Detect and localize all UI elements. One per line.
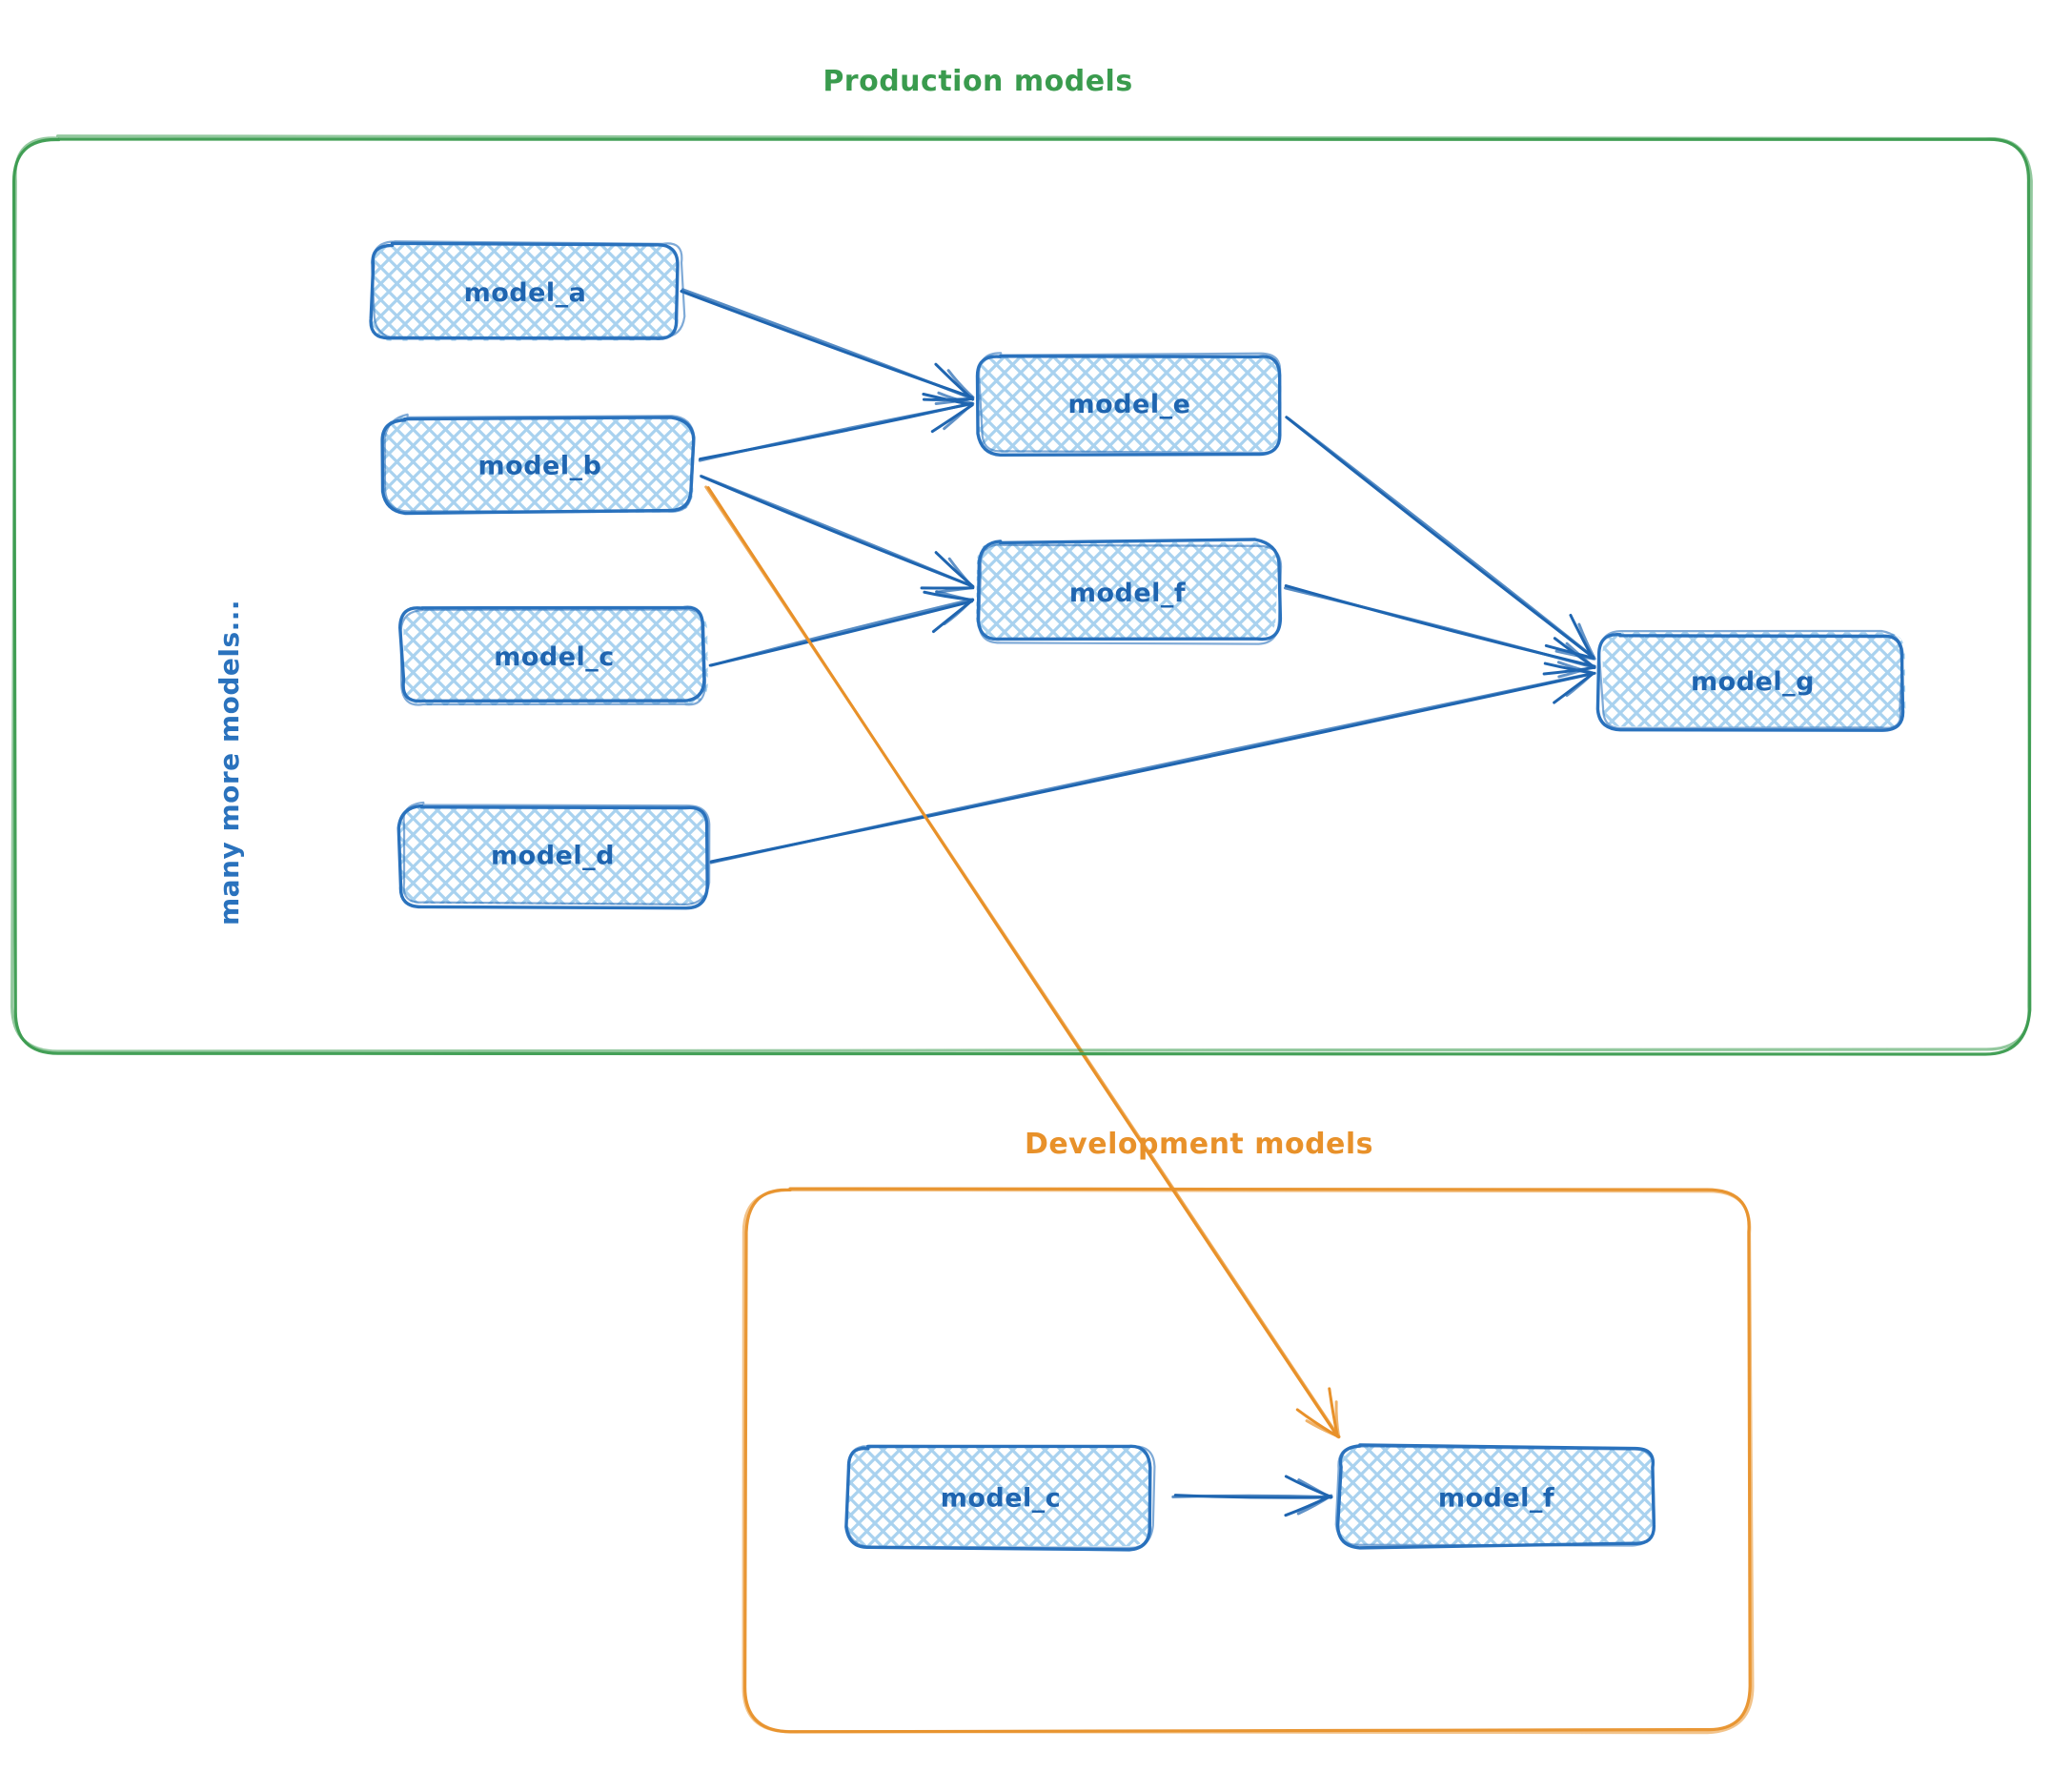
edge-arrowhead: [1556, 661, 1595, 675]
node-prod-model-f[interactable]: model_f: [976, 538, 1283, 645]
edge-edge-prod-b-to-dev-f: [704, 485, 1341, 1439]
node-border-stroke: [383, 413, 696, 513]
node-label: model_c: [494, 642, 615, 672]
node-dev-model-f[interactable]: model_f: [1334, 1443, 1656, 1550]
edge-line: [1286, 417, 1595, 659]
node-border-stroke: [1334, 1445, 1656, 1547]
edge-line: [709, 598, 975, 667]
node-border-stroke: [402, 801, 711, 906]
nodes-layer: model_a model_b model_c model_d model_emodel…: [369, 240, 1906, 1552]
edge-line: [709, 671, 1595, 865]
node-border-stroke: [978, 543, 1283, 645]
node-label: model_g: [1691, 667, 1815, 697]
node-label: model_b: [478, 452, 602, 481]
node-border-stroke: [978, 352, 1282, 455]
edge-arrowhead: [1577, 622, 1596, 661]
node-label: model_f: [1438, 1484, 1554, 1514]
node-fill: [847, 1444, 1150, 1547]
group-title-production: Production models: [823, 65, 1132, 98]
group-border-stroke: [10, 134, 2033, 1053]
edge-edge-b-to-f: [699, 474, 975, 594]
edges-layer: [680, 288, 1596, 1517]
edge-edge-a-to-e: [680, 288, 975, 405]
node-fill: [398, 805, 707, 906]
edge-line: [704, 485, 1341, 1439]
edge-arrowhead: [943, 599, 973, 626]
node-border-stroke: [1597, 629, 1904, 729]
node-border-stroke: [396, 804, 709, 910]
edge-arrowhead: [1565, 641, 1596, 670]
node-fill: [1339, 1444, 1653, 1545]
edge-line: [681, 288, 975, 400]
edge-arrowhead: [1569, 613, 1595, 660]
edge-edge-dev-c-to-dev-f: [1171, 1475, 1333, 1517]
node-border-stroke: [845, 1444, 1156, 1549]
node-fill: [1602, 632, 1906, 728]
edge-arrowhead: [947, 557, 975, 589]
edge-arrowhead: [943, 403, 973, 431]
edge-edge-e-to-g: [1285, 416, 1596, 661]
edge-arrowhead: [922, 392, 974, 407]
node-label: model_e: [1068, 390, 1191, 419]
edge-line: [1283, 586, 1596, 669]
edge-arrowhead: [937, 391, 974, 405]
edge-edge-f-to-g: [1283, 584, 1596, 679]
node-prod-model-e[interactable]: model_e: [975, 352, 1282, 458]
node-dev-model-c[interactable]: model_c: [844, 1444, 1156, 1552]
group-container-production: [10, 134, 2033, 1056]
node-label: model_c: [941, 1484, 1062, 1514]
edge-arrowhead: [1557, 665, 1595, 679]
annotation-many-more-models: many more models...: [213, 600, 245, 926]
edge-line: [698, 401, 975, 462]
edge-arrowhead: [935, 590, 974, 602]
edge-line: [699, 474, 975, 588]
group-container-development: [741, 1187, 1755, 1735]
node-fill: [403, 608, 708, 706]
node-border-stroke: [399, 608, 707, 706]
node-label: model_a: [464, 278, 587, 308]
node-prod-model-d[interactable]: model_d: [396, 801, 711, 910]
edge-edge-b-to-e: [698, 391, 975, 462]
node-prod-model-c[interactable]: model_c: [398, 605, 708, 706]
group-border-stroke: [741, 1188, 1755, 1735]
edge-arrowhead: [1334, 1400, 1341, 1439]
node-fill: [383, 416, 694, 515]
edge-arrowhead: [946, 369, 975, 399]
edge-arrowhead: [1297, 1478, 1332, 1499]
node-prod-model-b[interactable]: model_b: [380, 413, 696, 516]
edge-edge-d-to-g: [709, 661, 1596, 865]
node-prod-model-a[interactable]: model_a: [369, 240, 686, 341]
node-fill: [977, 354, 1282, 453]
node-fill: [976, 541, 1279, 640]
node-label: model_d: [491, 842, 615, 871]
node-border-stroke: [370, 240, 686, 339]
group-containers-layer: [10, 134, 2033, 1735]
group-title-development: Development models: [1025, 1128, 1373, 1161]
node-label: model_f: [1069, 579, 1186, 608]
node-fill: [370, 243, 679, 341]
edge-edge-c-to-f: [708, 590, 975, 667]
node-prod-model-g[interactable]: model_g: [1595, 629, 1906, 732]
edge-arrowhead: [934, 362, 975, 401]
edge-arrowhead: [1565, 671, 1595, 698]
